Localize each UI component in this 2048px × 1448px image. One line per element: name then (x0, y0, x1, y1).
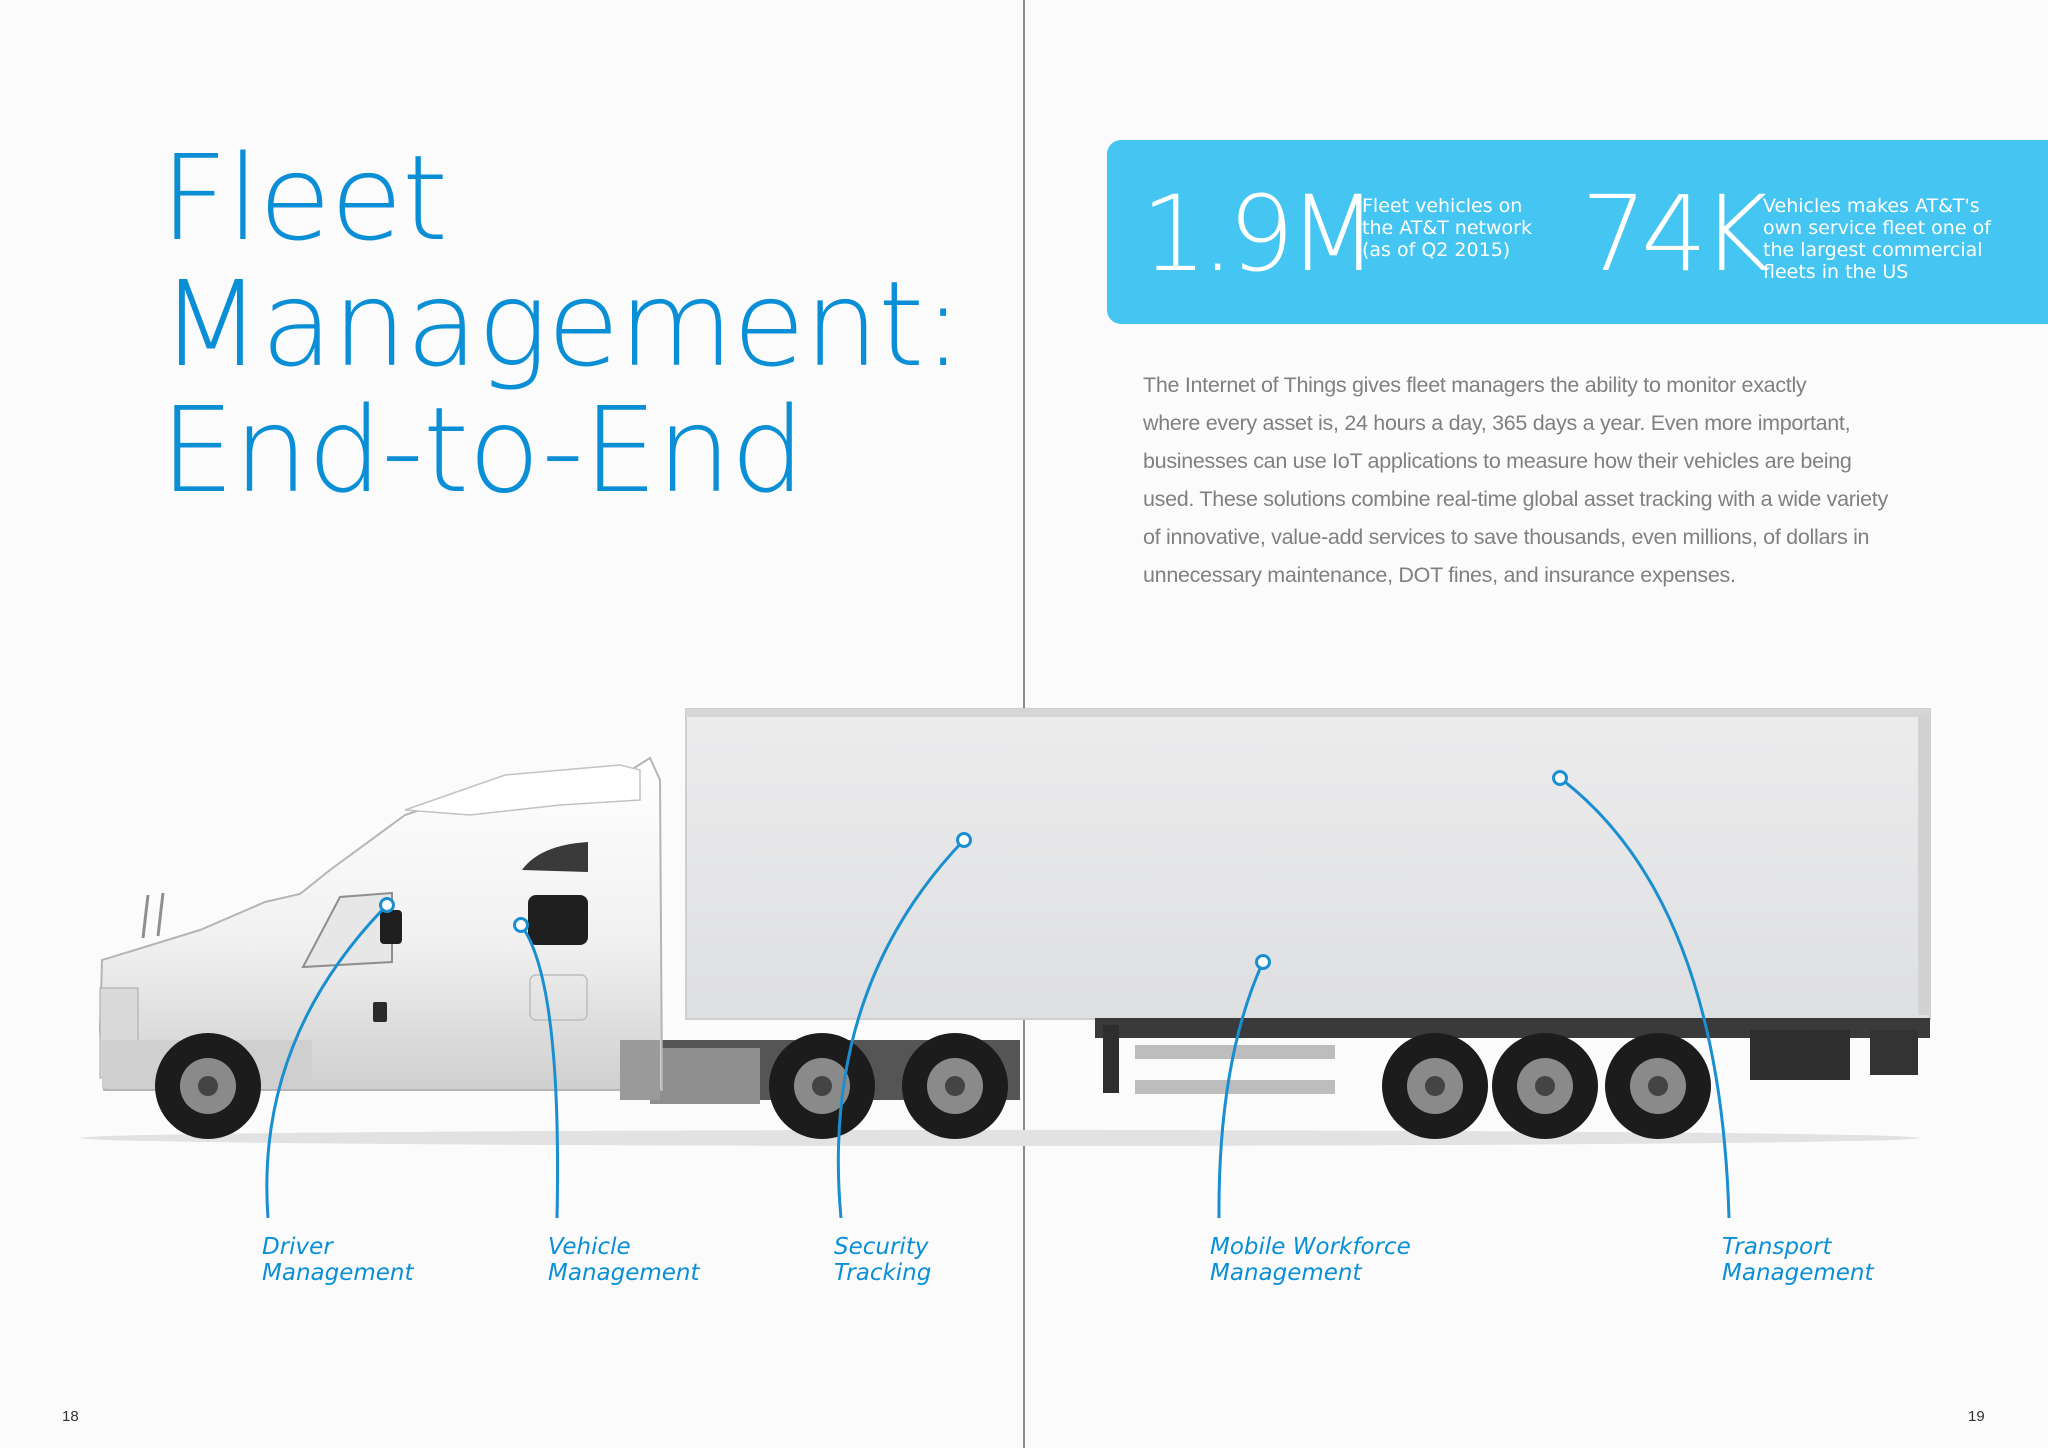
callout-label-line: Management (1722, 1260, 1874, 1286)
body-line: unnecessary maintenance, DOT fines, and … (1143, 563, 1736, 587)
stat-value: 1.9M (1141, 173, 1378, 295)
sleeper-window (522, 842, 588, 872)
callout-driver-management: Driver Management (262, 1234, 414, 1286)
exhaust-stack (141, 892, 165, 939)
body-line: The Internet of Things gives fleet manag… (1143, 373, 1807, 397)
stat-description-line: the largest commercial (1763, 239, 1983, 261)
trailer (685, 708, 1931, 1094)
stats-banner: 1.9M Fleet vehicles on the AT&T network … (1107, 140, 2048, 324)
callout-line-transport (1559, 776, 1731, 1219)
side-mirror (380, 910, 402, 944)
stat-description-line: fleets in the US (1763, 261, 1909, 283)
side-guard (1135, 1080, 1335, 1094)
door-handle (373, 1002, 387, 1022)
wheel (1492, 1033, 1598, 1139)
callout-label-line: Tracking (834, 1260, 932, 1286)
callout-marker (379, 897, 395, 913)
stat-description: Fleet vehicles on the AT&T network (as o… (1362, 195, 1532, 261)
callout-label-line: Driver (262, 1234, 333, 1260)
body-line: of innovative, value-add services to sav… (1143, 525, 1870, 549)
trailer-rear-frame (1918, 715, 1930, 1015)
callout-label-line: Management (548, 1260, 700, 1286)
side-hatch (529, 974, 588, 1021)
callout-marker (513, 917, 529, 933)
stat-description-line: the AT&T network (1362, 217, 1532, 239)
stat-description: Vehicles makes AT&T's own service fleet … (1763, 195, 1991, 283)
wheels (155, 1033, 1711, 1139)
cab-step (620, 1040, 660, 1100)
fuel-tank (650, 1048, 760, 1104)
page-number-left: 18 (62, 1408, 79, 1425)
mud-flap (1870, 1030, 1918, 1075)
callout-label-line: Transport (1722, 1234, 1832, 1260)
callout-marker (956, 832, 972, 848)
callout-security-tracking: Security Tracking (834, 1234, 931, 1286)
trailer-roof-rail (686, 709, 1930, 717)
landing-gear (1103, 1025, 1119, 1093)
body-paragraph: The Internet of Things gives fleet manag… (1143, 366, 1963, 594)
callout-line-vehicle (519, 924, 560, 1219)
wheel (155, 1033, 261, 1139)
rear-bumper (1750, 1030, 1850, 1080)
callout-label-line: Management (1210, 1260, 1362, 1286)
body-line: where every asset is, 24 hours a day, 36… (1143, 411, 1851, 435)
callout-label-line: Security (834, 1234, 929, 1260)
stat-description-line: own service fleet one of (1763, 217, 1991, 239)
callout-markers (379, 770, 1568, 970)
title-line: Fleet (160, 129, 448, 267)
stat-description-line: Fleet vehicles on (1362, 195, 1523, 217)
page-title: Fleet Management: End-to-End (160, 129, 963, 519)
stat-description-line: (as of Q2 2015) (1362, 239, 1511, 261)
title-line: End-to-End (160, 381, 805, 519)
body-line: used. These solutions combine real-time … (1143, 487, 1888, 511)
callout-line-security (836, 838, 966, 1219)
page-number-right: 19 (1968, 1408, 1985, 1425)
callout-marker (1552, 770, 1568, 786)
callout-label-line: Management (262, 1260, 414, 1286)
callout-transport-management: Transport Management (1722, 1234, 1874, 1286)
rear-window (528, 895, 588, 945)
callout-marker (1255, 954, 1271, 970)
callout-line-driver (265, 903, 389, 1219)
callout-vehicle-management: Vehicle Management (548, 1234, 700, 1286)
wheel (1605, 1033, 1711, 1139)
callout-lines (265, 776, 1731, 1219)
wheel (769, 1033, 875, 1139)
cab-window (301, 891, 393, 969)
trailer-chassis (1095, 1018, 1930, 1038)
title-line: Management: (160, 255, 963, 393)
callout-label-line: Vehicle (548, 1234, 631, 1260)
wheel (1382, 1033, 1488, 1139)
callout-label-line: Mobile Workforce (1210, 1234, 1411, 1260)
wheel (902, 1033, 1008, 1139)
trailer-box (685, 708, 1931, 1020)
stat-value: 74K (1581, 173, 1770, 295)
callout-line-mobile (1217, 961, 1265, 1219)
ground-shadow (80, 1130, 1920, 1146)
cab-fairing (404, 764, 641, 816)
callout-mobile-workforce-management: Mobile Workforce Management (1210, 1234, 1411, 1286)
stat-description-line: Vehicles makes AT&T's (1763, 195, 1980, 217)
body-line: businesses can use IoT applications to m… (1143, 449, 1852, 473)
